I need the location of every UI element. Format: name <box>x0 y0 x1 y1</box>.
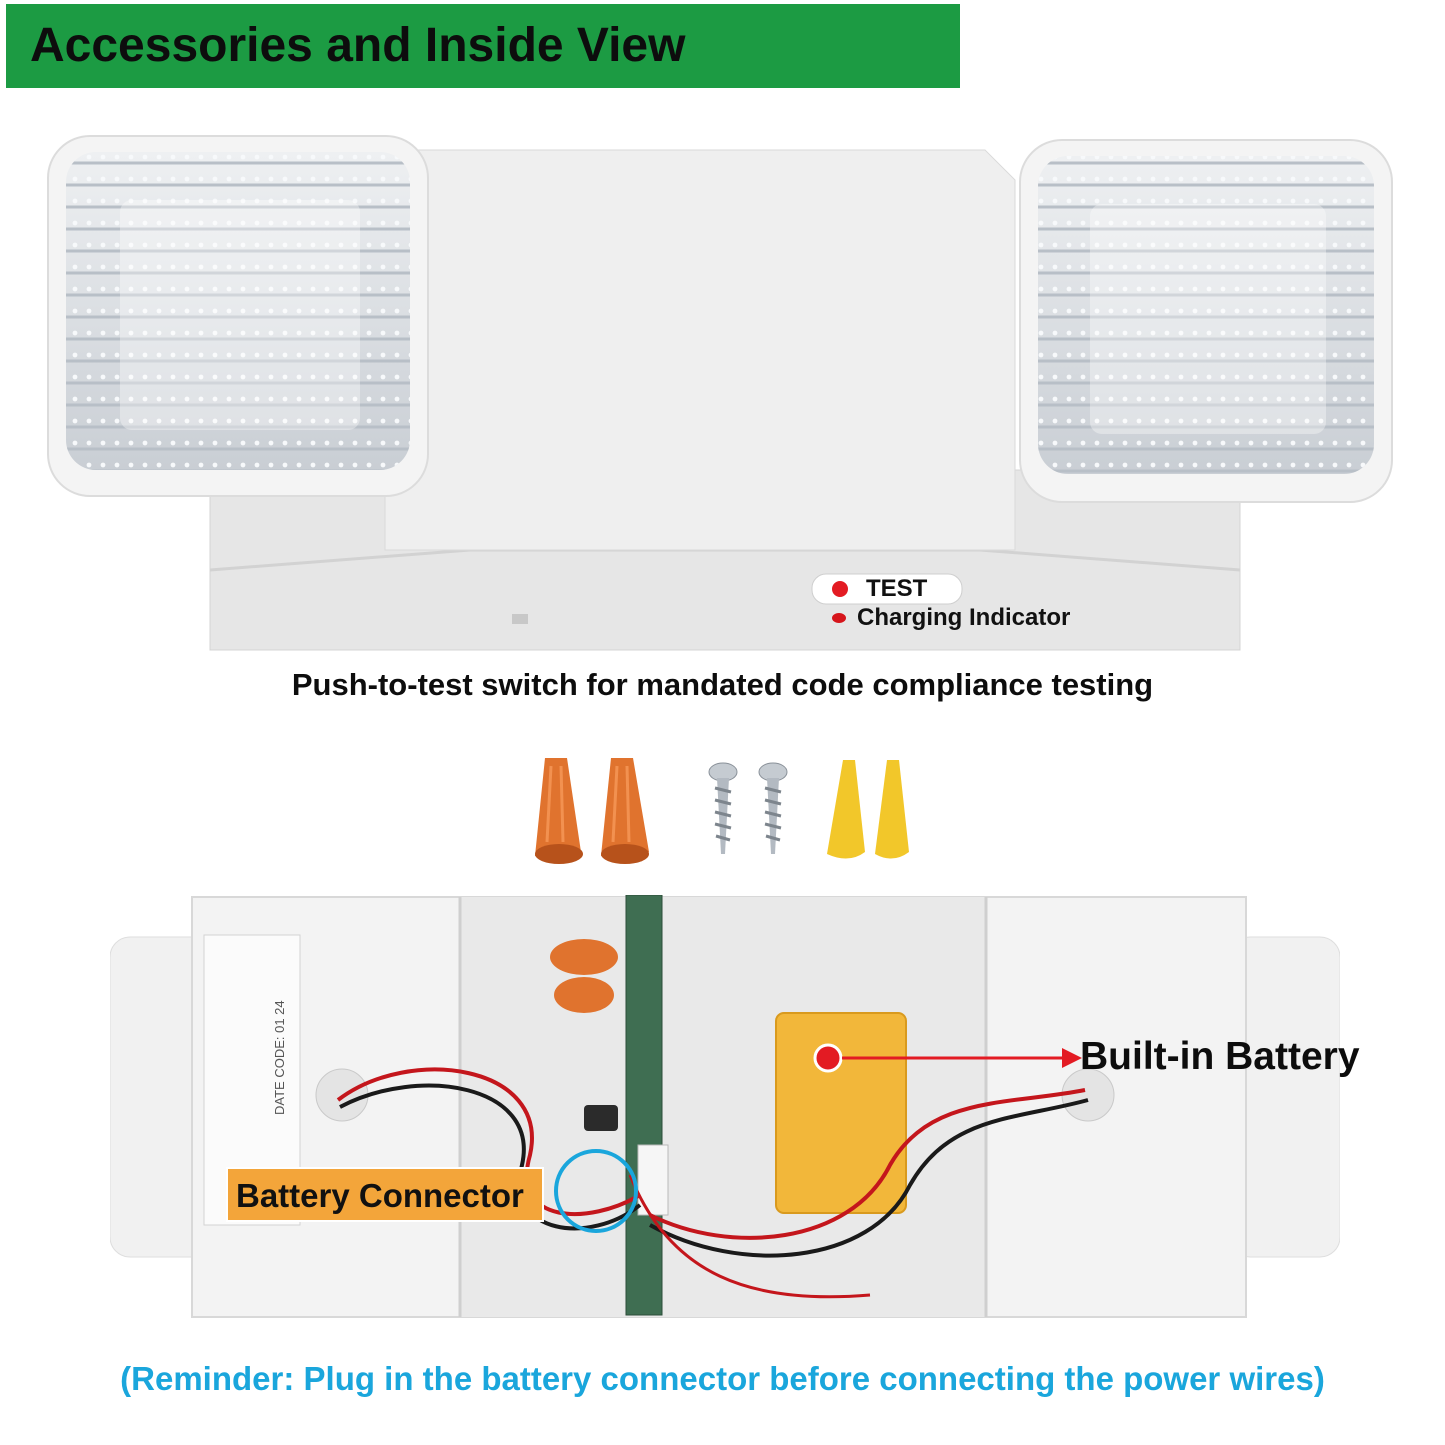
front-view-photo <box>40 130 1410 660</box>
wall-anchor-icon <box>875 760 909 859</box>
reminder-note: (Reminder: Plug in the battery connector… <box>120 1360 1325 1397</box>
header-banner: Accessories and Inside View <box>6 4 960 88</box>
test-label: TEST <box>866 575 928 602</box>
screw-icon <box>708 762 738 854</box>
battery-pointer-dot <box>813 1043 843 1073</box>
charging-led <box>832 613 846 623</box>
battery-connector-label: Battery Connector <box>236 1177 524 1214</box>
test-button-dot <box>830 579 850 599</box>
circuit-board <box>625 895 663 1316</box>
battery-connector-tag: Battery Connector <box>226 1167 544 1222</box>
push-to-test-caption: Push-to-test switch for mandated code co… <box>291 667 1154 702</box>
wire-nut-icon <box>601 758 649 864</box>
screw-icon <box>758 762 788 854</box>
accessories-photo <box>525 752 925 870</box>
wall-anchor-icon <box>827 760 865 859</box>
page-title: Accessories and Inside View <box>30 19 686 72</box>
built-in-battery-label: Built-in Battery <box>1080 1035 1360 1078</box>
date-code-text: DATE CODE: 01 24 <box>272 1000 287 1115</box>
wire-nut-icon <box>535 758 583 864</box>
battery-cell <box>775 1012 907 1214</box>
connector-highlight-circle <box>554 1149 638 1233</box>
charging-indicator-label: Charging Indicator <box>857 604 1071 631</box>
inside-view-photo: DATE CODE: 01 24 <box>110 895 1340 1337</box>
